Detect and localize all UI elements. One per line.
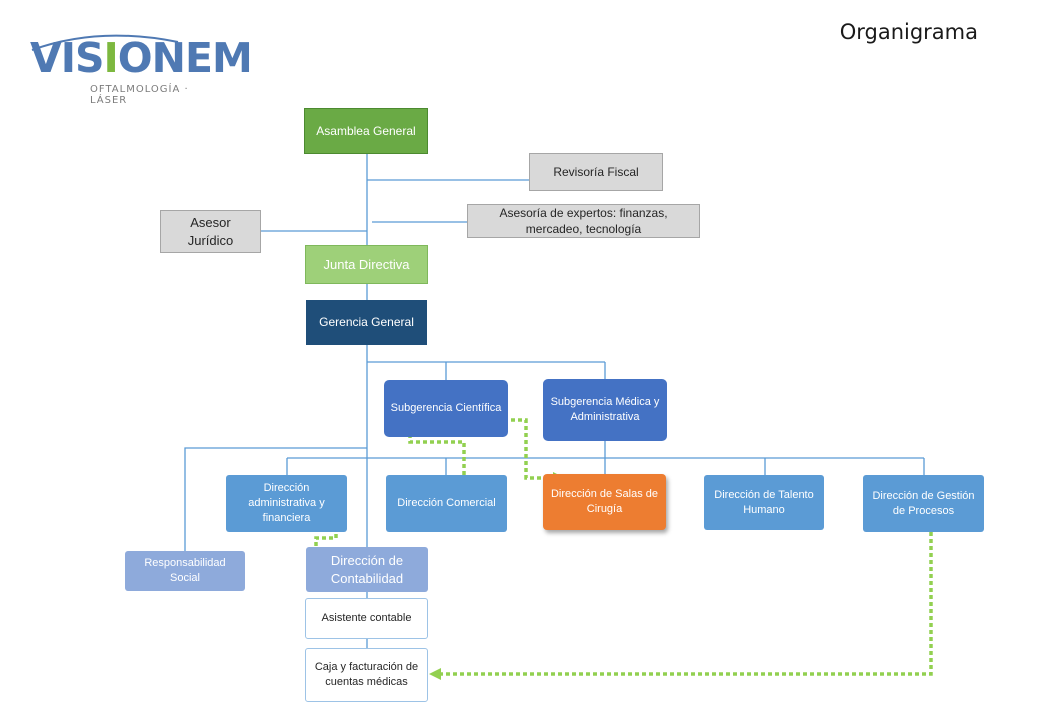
subgerencia-cientifica-box: Subgerencia Científica <box>384 380 508 437</box>
arrowhead-icon <box>429 668 441 680</box>
logo-brand-i: I <box>103 34 119 82</box>
asesoria-expertos-box: Asesoría de expertos: finanzas, mercadeo… <box>467 204 700 238</box>
logo-brand-end: ONEM <box>117 34 253 82</box>
logo-arc-icon <box>31 34 179 51</box>
asamblea-general-box: Asamblea General <box>304 108 428 154</box>
hierarchy-line-9 <box>184 447 367 551</box>
coordination-line-1 <box>490 418 553 480</box>
asesor-juridico-box: Asesor Jurídico <box>160 210 261 253</box>
page-title: Organigrama <box>839 20 978 44</box>
coordination-line-3 <box>436 532 933 676</box>
direccion-comercial-box: Dirección Comercial <box>386 475 507 532</box>
subgerencia-medica-box: Subgerencia Médica y Administrativa <box>543 379 667 441</box>
logo-tagline: OFTALMOLOGÍA · LÁSER <box>90 84 189 106</box>
asistente-contable-box: Asistente contable <box>305 598 428 639</box>
junta-directiva-box: Junta Directiva <box>305 245 428 284</box>
responsabilidad-social-box: Responsabilidad Social <box>125 551 245 591</box>
direccion-talento-humano-box: Dirección de Talento Humano <box>704 475 824 530</box>
direccion-administrativa-box: Dirección administrativa y financiera <box>226 475 347 532</box>
logo-brand-start: VIS <box>30 34 105 82</box>
logo-wordmark: VISIONEM <box>30 38 253 79</box>
revisoria-fiscal-box: Revisoría Fiscal <box>529 153 663 191</box>
visionem-logo: VISIONEM OFTALMOLOGÍA · LÁSER <box>28 30 253 106</box>
direccion-salas-cirugia-box: Dirección de Salas de Cirugía <box>543 474 666 530</box>
direccion-contabilidad-box: Dirección de Contabilidad <box>306 547 428 592</box>
gerencia-general-box: Gerencia General <box>306 300 427 345</box>
caja-facturacion-box: Caja y facturación de cuentas médicas <box>305 648 428 702</box>
direccion-gestion-procesos-box: Dirección de Gestión de Procesos <box>863 475 984 532</box>
